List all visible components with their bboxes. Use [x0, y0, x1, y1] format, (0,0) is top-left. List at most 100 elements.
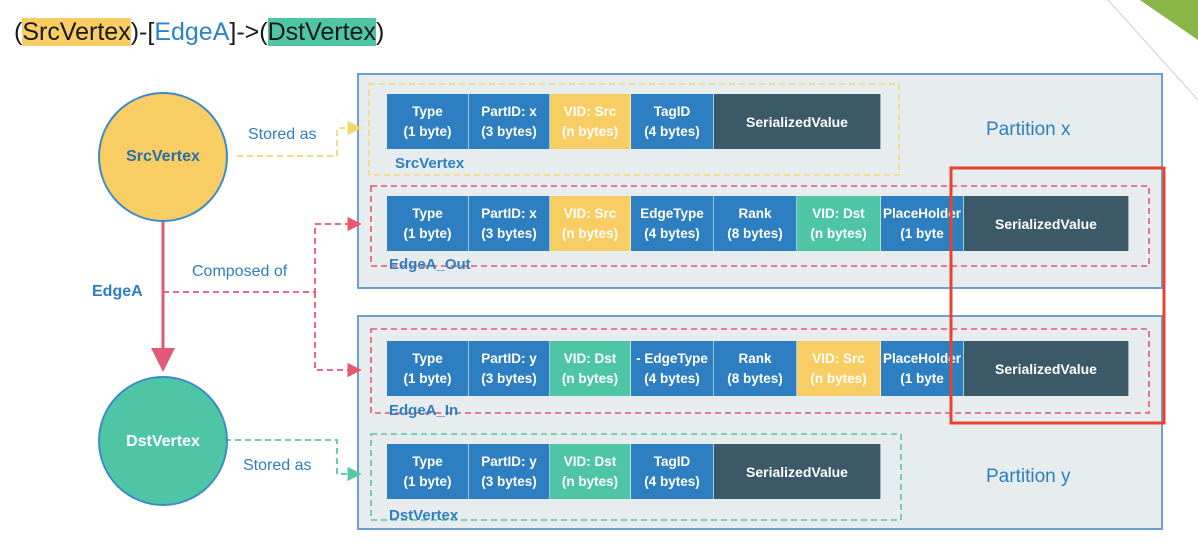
connector-composed-of-out [163, 216, 362, 293]
title-mid-1: )-[ [130, 18, 155, 46]
field-cell-name: Type [412, 350, 443, 366]
field-cell-name: - EdgeType [636, 350, 708, 366]
field-cell-name: SerializedValue [995, 360, 1097, 377]
field-cell-name: PartID: y [481, 453, 537, 469]
field-cell-size: (8 bytes) [727, 370, 783, 386]
dst-vertex-label: DstVertex [126, 433, 200, 450]
field-cell-size: (1 byte) [403, 225, 452, 241]
field-cell-edgea-out: Rank (8 bytes) [714, 196, 797, 251]
corner-line [1107, 0, 1198, 101]
title-dst-vertex: DstVertex [267, 18, 376, 46]
field-cell-name: PartID: x [481, 103, 537, 119]
field-cell-size: (3 bytes) [481, 370, 537, 386]
row-label-edgea-out: EdgeA_Out [389, 256, 471, 273]
field-cell-size: (4 bytes) [644, 473, 700, 489]
field-cell-size: (3 bytes) [481, 225, 537, 241]
field-cell-edgea-in: Type (1 byte) [387, 341, 469, 396]
field-cell-size: (1 byte) [403, 123, 452, 139]
field-cell-name: VID: Dst [563, 453, 617, 469]
field-cell-name: VID: Dst [563, 350, 617, 366]
field-cell-edgea-out: VID: Src(n bytes) [550, 196, 631, 251]
field-cell-size: (n bytes) [810, 370, 867, 386]
field-cell-edgea-out: SerializedValue [964, 196, 1129, 251]
row-frame-edgea-out [370, 185, 1150, 267]
title-open-paren: ( [14, 18, 23, 46]
field-cell-name: VID: Src [563, 205, 617, 221]
field-cell-name: VID: Src [563, 103, 617, 119]
field-cell-size: (n bytes) [810, 225, 867, 241]
field-cell-name: Rank [738, 350, 772, 366]
field-cell-size: (1 byte) [403, 370, 452, 386]
field-cell-name: VID: Dst [812, 205, 865, 221]
field-cell-srcvertex: TagID(4 bytes) [631, 94, 714, 149]
field-cell-name: PlaceHolder [882, 205, 962, 221]
connector-stored-as-bottom [225, 439, 362, 482]
field-cell-edgea-out: Type (1 byte) [387, 196, 469, 251]
field-cell-name: Type [412, 103, 443, 119]
field-cell-name: SerializedValue [746, 113, 848, 130]
composed-of-label: Composed of [192, 263, 288, 280]
field-cell-name: PartID: x [481, 205, 537, 221]
field-cell-edgea-out: PlaceHolder (1 byte [881, 196, 964, 251]
field-cell-size: (1 byte) [403, 473, 452, 489]
field-cell-edgea-in: PlaceHolder (1 byte [881, 341, 964, 396]
field-cell-name: PlaceHolder [882, 350, 962, 366]
field-cell-srcvertex: Type (1 byte) [387, 94, 469, 149]
dst-vertex-node [98, 376, 228, 506]
field-cell-name: Type [412, 453, 443, 469]
field-cell-edgea-in: VID: Src (n bytes) [797, 341, 881, 396]
field-cell-edgea-out: VID: Dst (n bytes) [797, 196, 881, 251]
field-cell-srcvertex: VID: Src (n bytes) [550, 94, 631, 149]
title-edge: EdgeA [154, 18, 230, 46]
connector-stored-as-top [237, 120, 362, 157]
field-cell-name: VID: Src [812, 350, 865, 366]
field-cell-edgea-out: PartID: x (3 bytes) [469, 196, 550, 251]
stored-as-label-top: Stored as [248, 126, 317, 143]
field-cell-dstvertex: SerializedValue [714, 444, 881, 499]
field-cell-edgea-in: PartID: y (3 bytes) [469, 341, 550, 396]
title-src-vertex: SrcVertex [22, 18, 131, 46]
field-cell-size: (1 byte [900, 370, 944, 386]
field-cell-size: (n bytes) [561, 123, 619, 139]
field-cell-dstvertex: Type (1 byte) [387, 444, 469, 499]
field-cell-name: TagID [653, 453, 691, 469]
diagram-title: (SrcVertex)-[EdgeA]->(DstVertex) [14, 18, 384, 47]
row-label-srcvertex: SrcVertex [395, 155, 465, 172]
field-cell-edgea-in: - EdgeType (4 bytes) [631, 341, 714, 396]
field-cell-name: Type [412, 205, 443, 221]
field-cell-edgea-in: Rank (8 bytes) [714, 341, 797, 396]
field-cell-name: PartID: y [481, 350, 537, 366]
field-cell-size: (n bytes) [561, 370, 619, 386]
field-cell-size: (4 bytes) [644, 370, 700, 386]
src-vertex-node [98, 92, 228, 222]
field-cell-name: EdgeType [640, 205, 704, 221]
connector-composed-of-in [314, 292, 362, 378]
field-cell-size: (8 bytes) [727, 225, 783, 241]
field-cell-dstvertex: VID: Dst (n bytes) [550, 444, 631, 499]
field-cell-name: SerializedValue [746, 463, 848, 480]
field-cell-dstvertex: TagID (4 bytes) [631, 444, 714, 499]
field-cell-size: (4 bytes) [644, 123, 700, 139]
field-cell-srcvertex: PartID: x (3 bytes) [469, 94, 550, 149]
row-frame-srcvertex [368, 83, 900, 176]
title-close-paren: ) [375, 18, 385, 46]
field-cell-edgea-in: VID: Dst (n bytes) [550, 341, 631, 396]
stored-as-label-bottom: Stored as [243, 457, 312, 474]
field-cell-size: (3 bytes) [481, 473, 537, 489]
row-label-dstvertex: DstVertex [389, 507, 459, 524]
field-cell-edgea-out: EdgeType (4 bytes) [631, 196, 714, 251]
partition-y-label: Partition y [986, 466, 1071, 487]
field-cell-size: (4 bytes) [644, 225, 700, 241]
field-cell-srcvertex: SerializedValue [714, 94, 881, 149]
field-cell-dstvertex: PartID: y (3 bytes) [469, 444, 550, 499]
corner-green-triangle [1140, 0, 1198, 40]
row-frame-dstvertex [370, 433, 902, 521]
field-cell-size: (n bytes) [561, 473, 619, 489]
title-mid-2: ]->( [229, 18, 268, 46]
field-cell-name: Rank [738, 205, 772, 221]
field-cell-size: (3 bytes) [481, 123, 537, 139]
row-label-edgea-in: EdgeA_In [389, 402, 459, 419]
src-vertex-label: SrcVertex [126, 148, 200, 165]
field-cell-size: (1 byte [900, 225, 944, 241]
